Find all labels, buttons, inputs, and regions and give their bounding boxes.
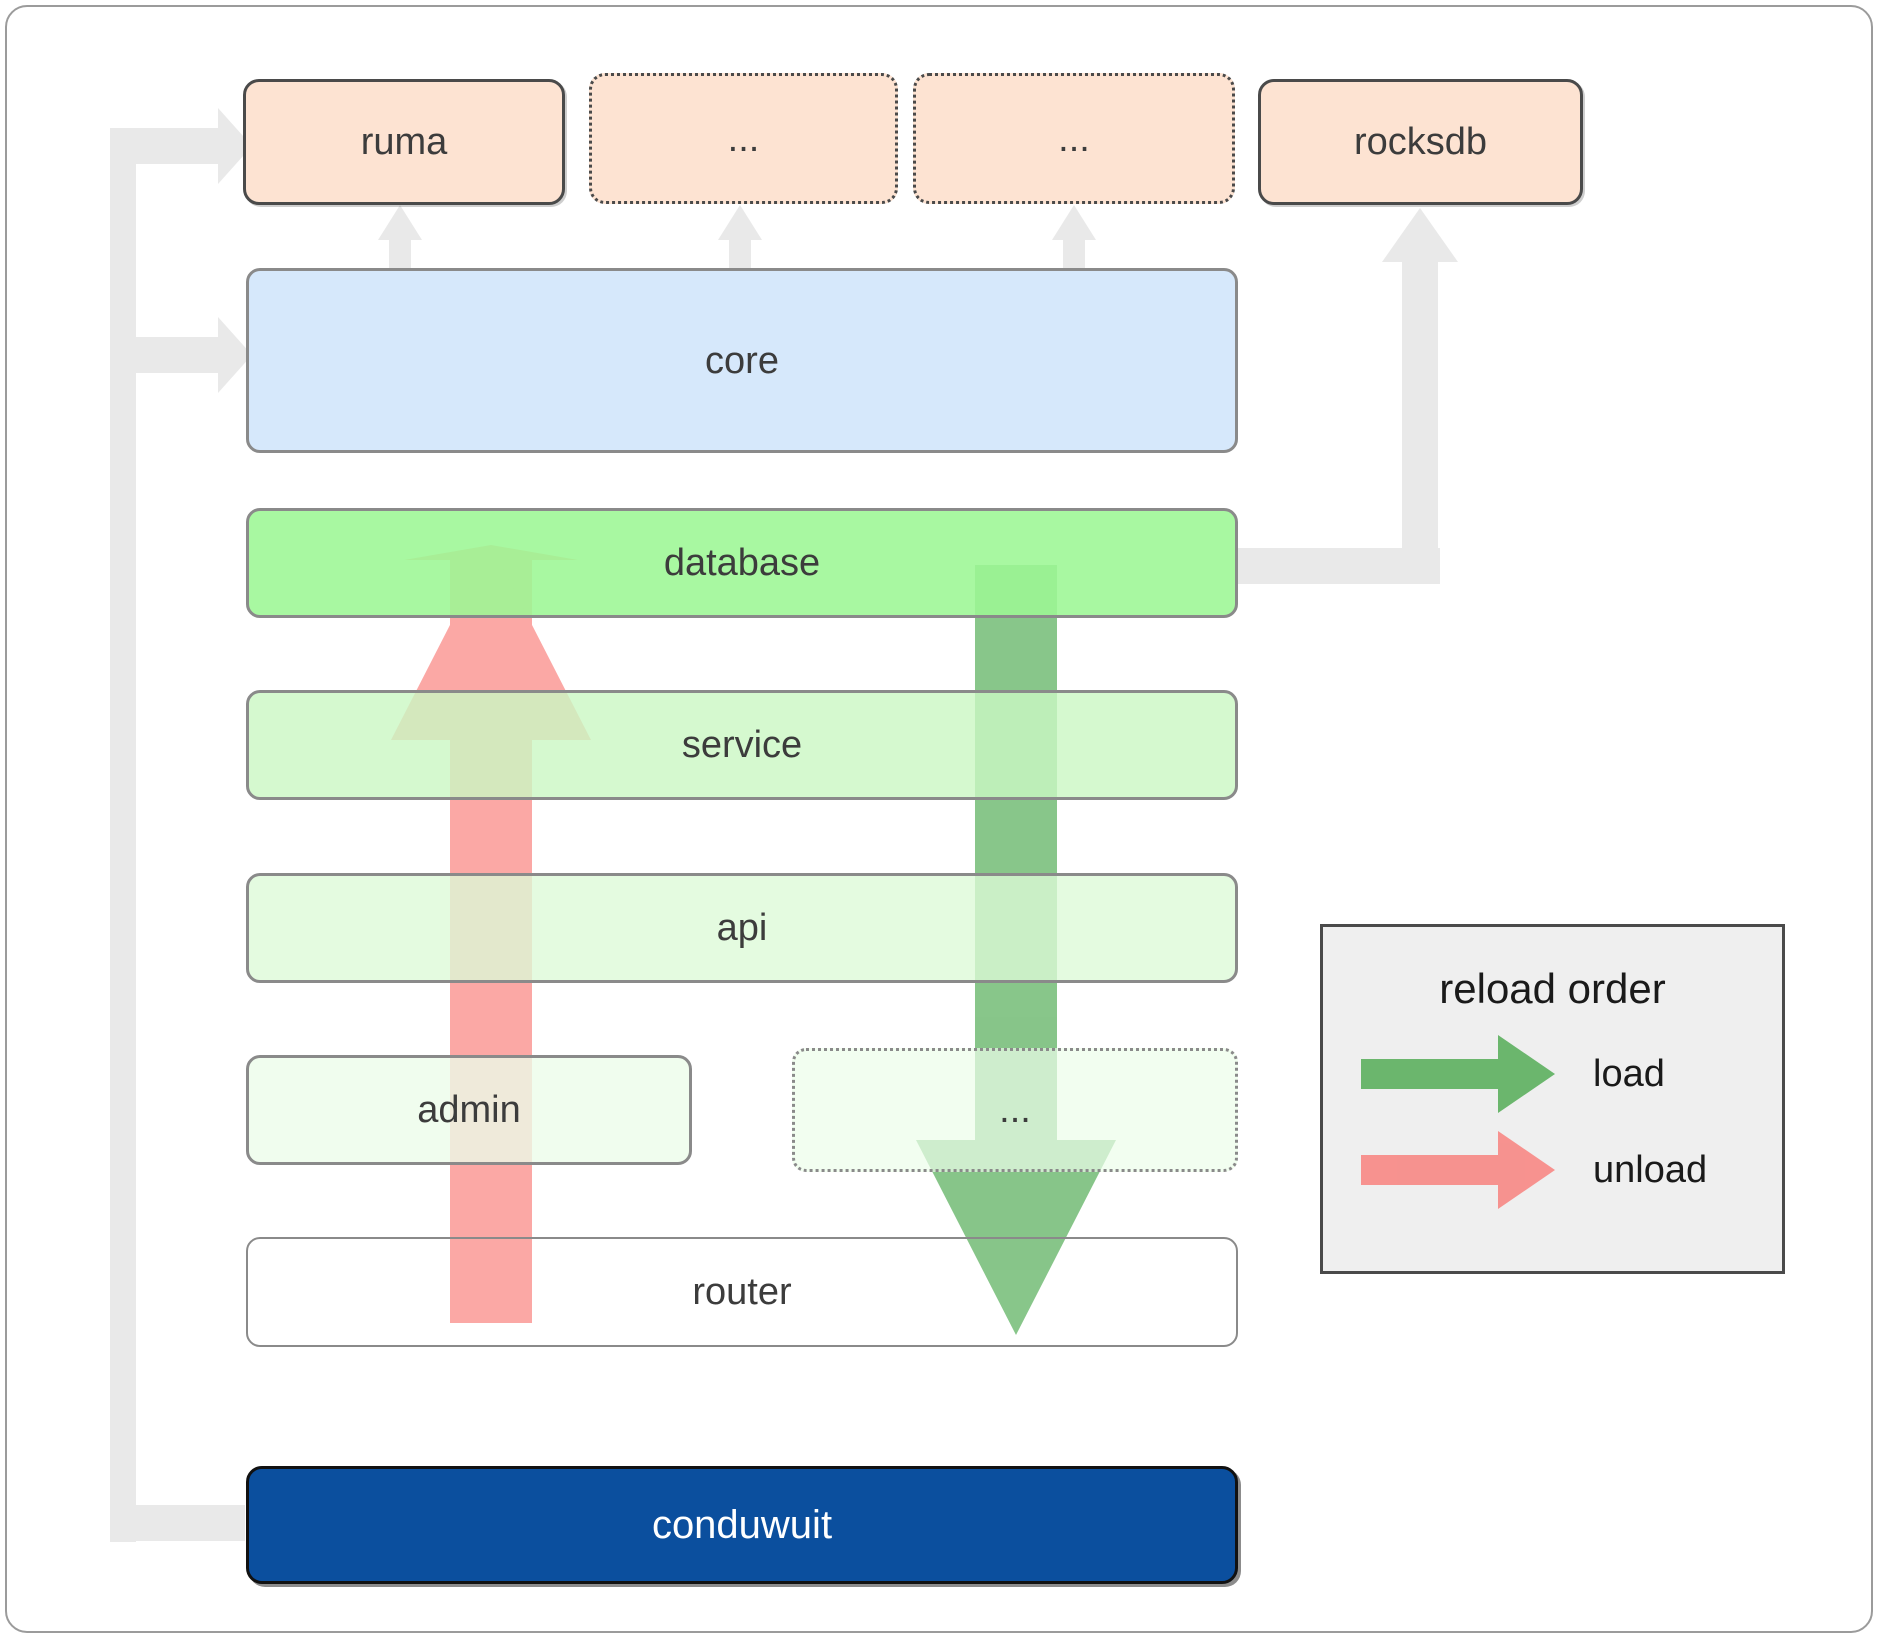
dependency-node-dots-1[interactable]: ... bbox=[589, 73, 898, 204]
stack-label-api: api bbox=[716, 907, 768, 949]
dependency-label-dots-2: ... bbox=[1058, 117, 1090, 160]
binary-node-conduwuit[interactable]: conduwuit bbox=[246, 1466, 1238, 1584]
stack-node-dots-3[interactable]: ... bbox=[792, 1048, 1238, 1172]
stack-label-database: database bbox=[663, 542, 821, 584]
stack-node-router[interactable]: router bbox=[246, 1237, 1238, 1347]
legend-label-load: load bbox=[1593, 1053, 1665, 1095]
stack-label-admin: admin bbox=[417, 1089, 521, 1131]
stack-node-api[interactable]: api bbox=[246, 873, 1238, 983]
legend-load-arrow bbox=[1361, 1035, 1555, 1113]
stack-label-service: service bbox=[681, 724, 803, 766]
dependency-label-ruma: ruma bbox=[360, 121, 448, 163]
stack-label-dots-3: ... bbox=[999, 1089, 1031, 1131]
dependency-label-dots-1: ... bbox=[727, 117, 760, 160]
legend-title: reload order bbox=[1439, 965, 1666, 1012]
dependency-node-dots-2[interactable]: ... bbox=[913, 73, 1235, 204]
legend-unload-arrow bbox=[1361, 1131, 1555, 1209]
stack-node-core[interactable]: core bbox=[246, 268, 1238, 453]
dependency-node-ruma[interactable]: ruma bbox=[243, 79, 565, 205]
legend-label-unload: unload bbox=[1593, 1149, 1708, 1191]
stack-label-core: core bbox=[705, 339, 779, 382]
legend-panel: reload order load unload bbox=[1320, 924, 1785, 1274]
diagram-frame bbox=[5, 5, 1873, 1633]
dependency-label-rocksdb: rocksdb bbox=[1353, 121, 1488, 163]
stack-label-router: router bbox=[692, 1271, 792, 1313]
stack-node-service[interactable]: service bbox=[246, 690, 1238, 800]
stack-node-database[interactable]: database bbox=[246, 508, 1238, 618]
legend-arrows bbox=[1361, 1035, 1555, 1209]
binary-label-conduwuit: conduwuit bbox=[651, 1503, 833, 1547]
dependency-node-rocksdb[interactable]: rocksdb bbox=[1258, 79, 1583, 205]
stack-node-admin[interactable]: admin bbox=[246, 1055, 692, 1165]
